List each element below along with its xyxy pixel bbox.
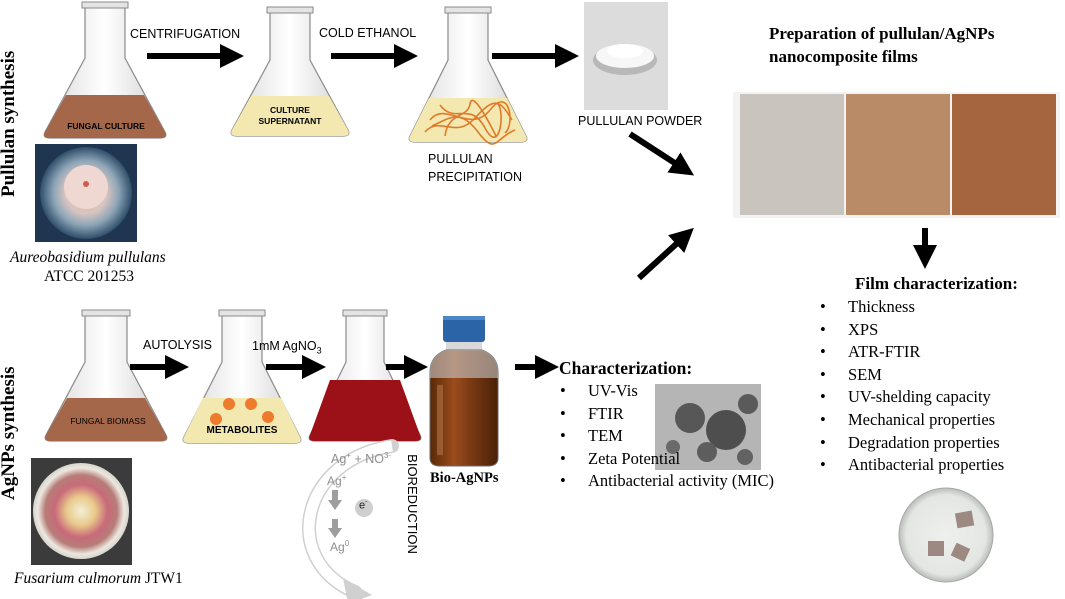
films-title-1: Preparation of pullulan/AgNPs: [769, 24, 995, 43]
film-pullulan: [740, 94, 844, 215]
list-item: TEM: [558, 425, 774, 448]
aureobasidium-species: Aureobasidium pullulans: [10, 249, 166, 266]
bio-agnps-label: Bio-AgNPs: [430, 470, 499, 486]
process-arrows: [130, 44, 937, 379]
film-pullulan-agnps-low: [846, 94, 950, 215]
film-pullulan-agnps-high: [952, 94, 1056, 215]
metabolite-dot: [245, 398, 257, 410]
bioreduction-arrow: [302, 439, 399, 599]
list-item: Antibacterial properties: [818, 454, 1004, 477]
supernatant-label-1: CULTURE: [270, 105, 310, 115]
down-arrow-icon: [328, 490, 342, 510]
pullulan-synthesis-label: Pullulan synthesis: [0, 50, 19, 197]
list-item: Antibacterial activity (MIC): [558, 470, 774, 493]
flask-culture-supernatant: [230, 6, 350, 137]
list-item: ATR-FTIR: [818, 341, 1004, 364]
agnps-synthesis-label: AgNPs synthesis: [0, 366, 19, 500]
flask-fungal-biomass: [44, 309, 168, 442]
petri-fusarium: [31, 458, 132, 565]
metabolites-label: METABOLITES: [206, 425, 278, 436]
petri-aureobasidium: [35, 144, 137, 242]
metabolite-dot: [210, 413, 222, 425]
pullulan-powder-label: PULLULAN POWDER: [578, 114, 703, 128]
bioreduction-label: BIOREDUCTION: [405, 454, 420, 554]
list-item: UV-Vis: [558, 380, 774, 403]
list-item: Mechanical properties: [818, 409, 1004, 432]
electron-label: e-: [359, 499, 368, 512]
list-item: Thickness: [818, 296, 1004, 319]
list-item: UV-shelding capacity: [818, 386, 1004, 409]
list-item: FTIR: [558, 403, 774, 426]
characterization-title: Characterization:: [559, 358, 693, 378]
down-arrow-icon: [328, 519, 342, 538]
reaction-ag-zero: Ag0: [330, 539, 350, 554]
step-autolysis: AUTOLYSIS: [143, 338, 213, 352]
list-item: SEM: [818, 364, 1004, 387]
step-centrifugation: CENTRIFUGATION: [130, 27, 241, 41]
arrow-powder-to-films: [628, 131, 695, 176]
films-title-2: nanocomposite films: [769, 47, 918, 66]
arrow-agnps-to-films: [636, 227, 694, 281]
reaction-ag-no3: Ag+ + NO3-: [331, 451, 392, 467]
flask-agnps: [308, 309, 422, 442]
step-cold-ethanol: COLD ETHANOL: [319, 26, 417, 40]
metabolite-dot: [262, 411, 274, 423]
step-agno3: 1mM AgNO3: [252, 339, 322, 356]
reaction-ag-plus: Ag+: [327, 473, 347, 488]
electron-circle: [355, 499, 373, 517]
list-item: Degradation properties: [818, 432, 1004, 455]
fungal-biomass-label: FUNGAL BIOMASS: [70, 416, 146, 426]
list-item: XPS: [818, 319, 1004, 342]
pullulan-powder-image: [584, 2, 668, 110]
metabolite-dot: [223, 398, 235, 410]
supernatant-label-2: SUPERNATANT: [258, 116, 322, 126]
flask-fungal-culture: [43, 1, 167, 139]
characterization-list: UV-Vis FTIR TEM Zeta Potential Antibacte…: [558, 380, 774, 493]
bio-agnps-bottle: [429, 316, 499, 467]
flask-metabolites: [182, 309, 302, 444]
petri-film-antibacterial: [898, 487, 994, 583]
pullulan-precipitation-label-1: PULLULAN: [428, 152, 493, 166]
fungal-culture-label: FUNGAL CULTURE: [67, 121, 145, 131]
aureobasidium-strain: ATCC 201253: [44, 268, 134, 285]
film-characterization-list: Thickness XPS ATR-FTIR SEM UV-shelding c…: [818, 296, 1004, 477]
pullulan-precipitation-label-2: PRECIPITATION: [428, 170, 522, 184]
pullulan-fibers: [424, 99, 516, 145]
flask-pullulan-precipitation: [408, 6, 528, 145]
fusarium-name: Fusarium culmorum JTW1: [14, 570, 183, 587]
film-characterization-title: Film characterization:: [855, 274, 1018, 293]
list-item: Zeta Potential: [558, 448, 774, 471]
films-image: [733, 92, 1060, 218]
